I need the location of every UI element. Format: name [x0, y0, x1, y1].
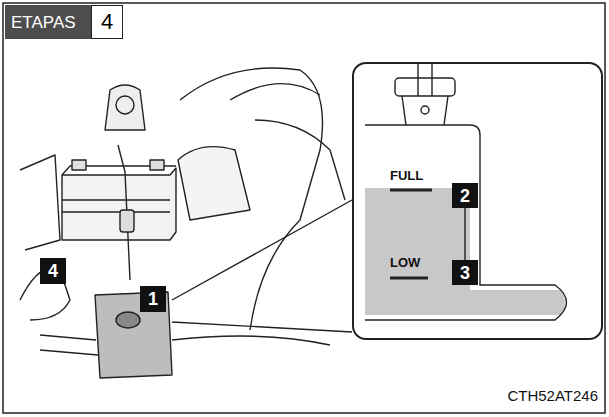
callout-label: 3: [460, 264, 470, 282]
detail-inset: FULL LOW 2 3: [352, 62, 603, 340]
callout-number: 2: [452, 183, 478, 208]
callout-label: 4: [48, 262, 58, 280]
callout-number: 3: [452, 260, 478, 285]
node-label: FULL: [390, 169, 423, 182]
callout-number: 1: [140, 286, 166, 312]
frame: [3, 3, 605, 413]
node-label: LOW: [390, 256, 420, 269]
callout-label: 1: [148, 290, 158, 308]
node-label: ETAPAS: [11, 14, 76, 31]
step-header: ETAPAS 4: [5, 5, 123, 39]
reservoir-detail: [365, 64, 567, 320]
callout-label: 2: [460, 187, 470, 205]
engine-bay: [20, 68, 352, 378]
figure-code: CTH52AT246: [507, 388, 598, 403]
callout-number: 4: [40, 258, 66, 284]
step-number: 4: [91, 5, 123, 39]
callout-label: 4: [101, 11, 113, 33]
